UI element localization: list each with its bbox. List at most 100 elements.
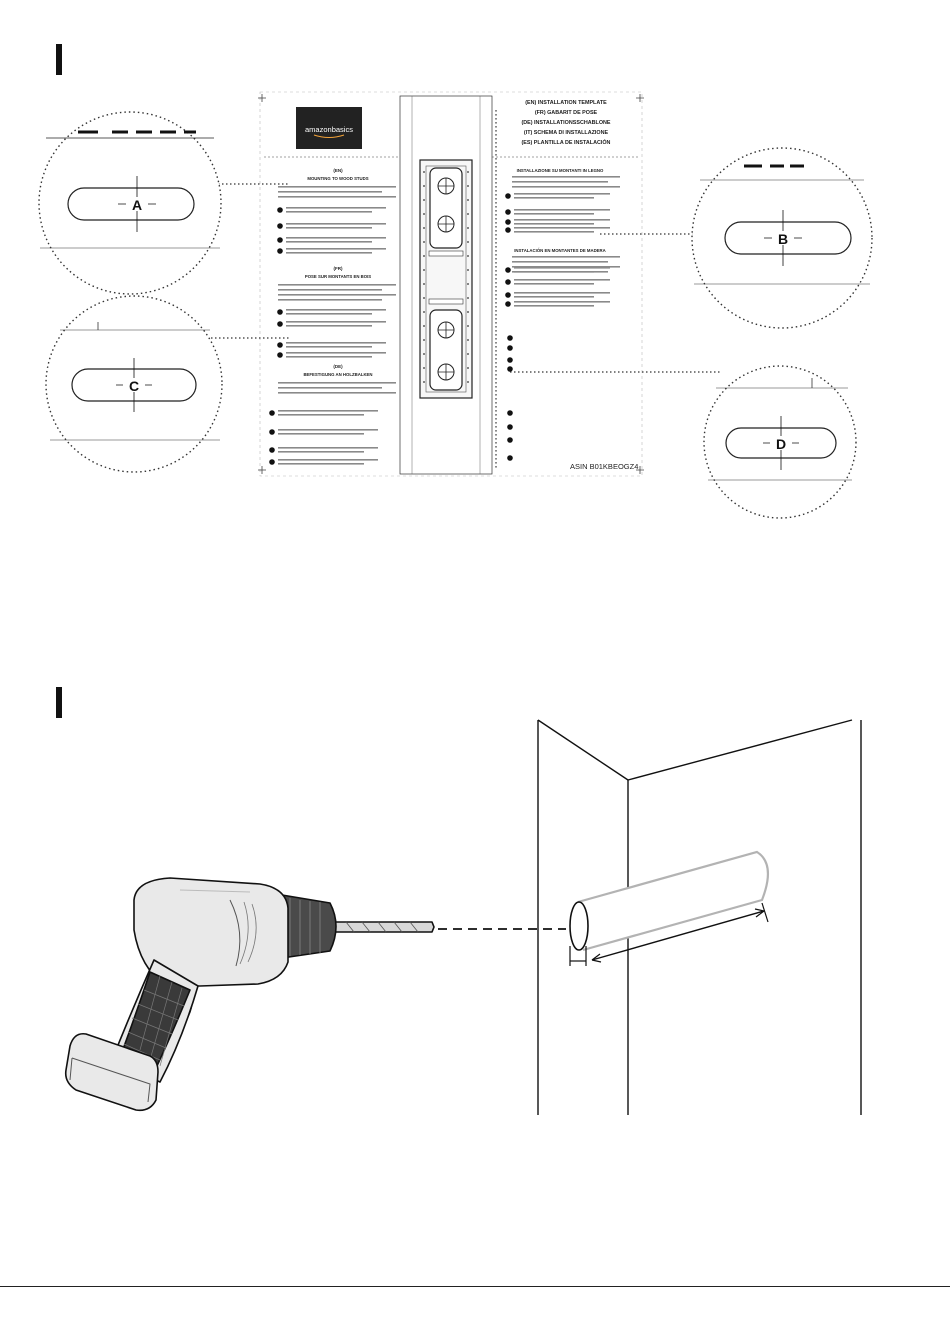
text-line [495, 246, 497, 248]
text-line [495, 250, 497, 252]
text-line [514, 209, 610, 211]
text-line [278, 463, 364, 465]
step-number-bullet [277, 223, 283, 229]
bracket-dot [423, 353, 425, 355]
text-line [514, 231, 594, 233]
text-line [495, 178, 497, 180]
text-line [495, 258, 497, 260]
text-line [278, 186, 396, 188]
text-line [495, 142, 497, 144]
text-line [495, 390, 497, 392]
text-line [495, 186, 497, 188]
text-line [495, 194, 497, 196]
step-number-bullet [507, 366, 513, 372]
text-line [495, 138, 497, 140]
text-line [495, 166, 497, 168]
callout-D-label: D [776, 436, 786, 452]
bracket-dot [467, 339, 469, 341]
step-number-bullet [269, 410, 275, 416]
text-line [278, 289, 382, 291]
callout-A: A [38, 111, 222, 295]
bracket-dot [467, 171, 469, 173]
text-line [495, 354, 497, 356]
text-line [286, 237, 386, 239]
text-line [278, 387, 382, 389]
bracket-dot [423, 185, 425, 187]
callout-A-label: A [132, 197, 142, 213]
text-line [278, 410, 378, 412]
text-line [495, 234, 497, 236]
text-line [286, 321, 386, 323]
text-line [278, 447, 378, 449]
text-line [514, 267, 610, 269]
text-line [495, 298, 497, 300]
text-line [495, 450, 497, 452]
text-line [495, 266, 497, 268]
text-line [495, 146, 497, 148]
text-line [495, 330, 497, 332]
bracket-dot [467, 269, 469, 271]
text-line [495, 122, 497, 124]
text-line [514, 279, 610, 281]
text-line [495, 406, 497, 408]
step-number-bullet [277, 207, 283, 213]
text-line [495, 410, 497, 412]
step-number-bullet [505, 193, 511, 199]
step-number-bullet [277, 309, 283, 315]
text-line [495, 114, 497, 116]
text-line [286, 313, 372, 315]
text-line [495, 190, 497, 192]
step-number-bullet [507, 357, 513, 363]
template-titles: (EN) INSTALLATION TEMPLATE (FR) GABARIT … [521, 100, 610, 146]
step-number-bullet [269, 429, 275, 435]
title-it: (IT) SCHEMA DI INSTALLAZIONE [524, 130, 609, 136]
text-line [495, 342, 497, 344]
text-line [495, 446, 497, 448]
text-line [495, 294, 497, 296]
text-line [495, 338, 497, 340]
step-marker-1 [56, 44, 62, 75]
text-line [495, 334, 497, 336]
text-line [495, 282, 497, 284]
text-line [495, 454, 497, 456]
title-en: (EN) INSTALLATION TEMPLATE [525, 100, 607, 106]
bracket-dot [423, 171, 425, 173]
step-number-bullet [507, 455, 513, 461]
callout-leaders [207, 183, 722, 373]
text-line [495, 110, 497, 112]
text-line [495, 394, 497, 396]
drill-hole-icon [569, 850, 769, 966]
installation-template-figure: amazonbasics (EN) INSTALLATION TEMPLATE … [38, 91, 873, 519]
bracket-dot [423, 297, 425, 299]
text-line [495, 378, 497, 380]
step-number-bullet [507, 335, 513, 341]
text-line [495, 230, 497, 232]
bracket-dot [467, 367, 469, 369]
bracket-dot [423, 269, 425, 271]
step-number-bullet [505, 209, 511, 215]
text-line [495, 182, 497, 184]
bracket-dot [467, 381, 469, 383]
text-line [495, 130, 497, 132]
text-line [495, 214, 497, 216]
text-line [495, 126, 497, 128]
right-column-text: INSTALLAZIONE SU MONTANTI IN LEGNO INSTA… [514, 168, 638, 471]
text-line [495, 370, 497, 372]
text-line [495, 254, 497, 256]
text-line [495, 426, 497, 428]
text-line [495, 118, 497, 120]
text-line [286, 241, 372, 243]
text-line [495, 350, 497, 352]
text-line [495, 162, 497, 164]
bracket-dot [467, 241, 469, 243]
text-line [286, 309, 386, 311]
heading-it: INSTALLAZIONE SU MONTANTI IN LEGNO [517, 168, 604, 173]
text-line [495, 222, 497, 224]
text-line [495, 150, 497, 152]
text-line [495, 442, 497, 444]
text-line [495, 154, 497, 156]
text-line [514, 219, 610, 221]
text-line [278, 414, 364, 416]
text-line [495, 278, 497, 280]
heading-de: BEFESTIGUNG AN HOLZBALKEN [303, 372, 372, 377]
